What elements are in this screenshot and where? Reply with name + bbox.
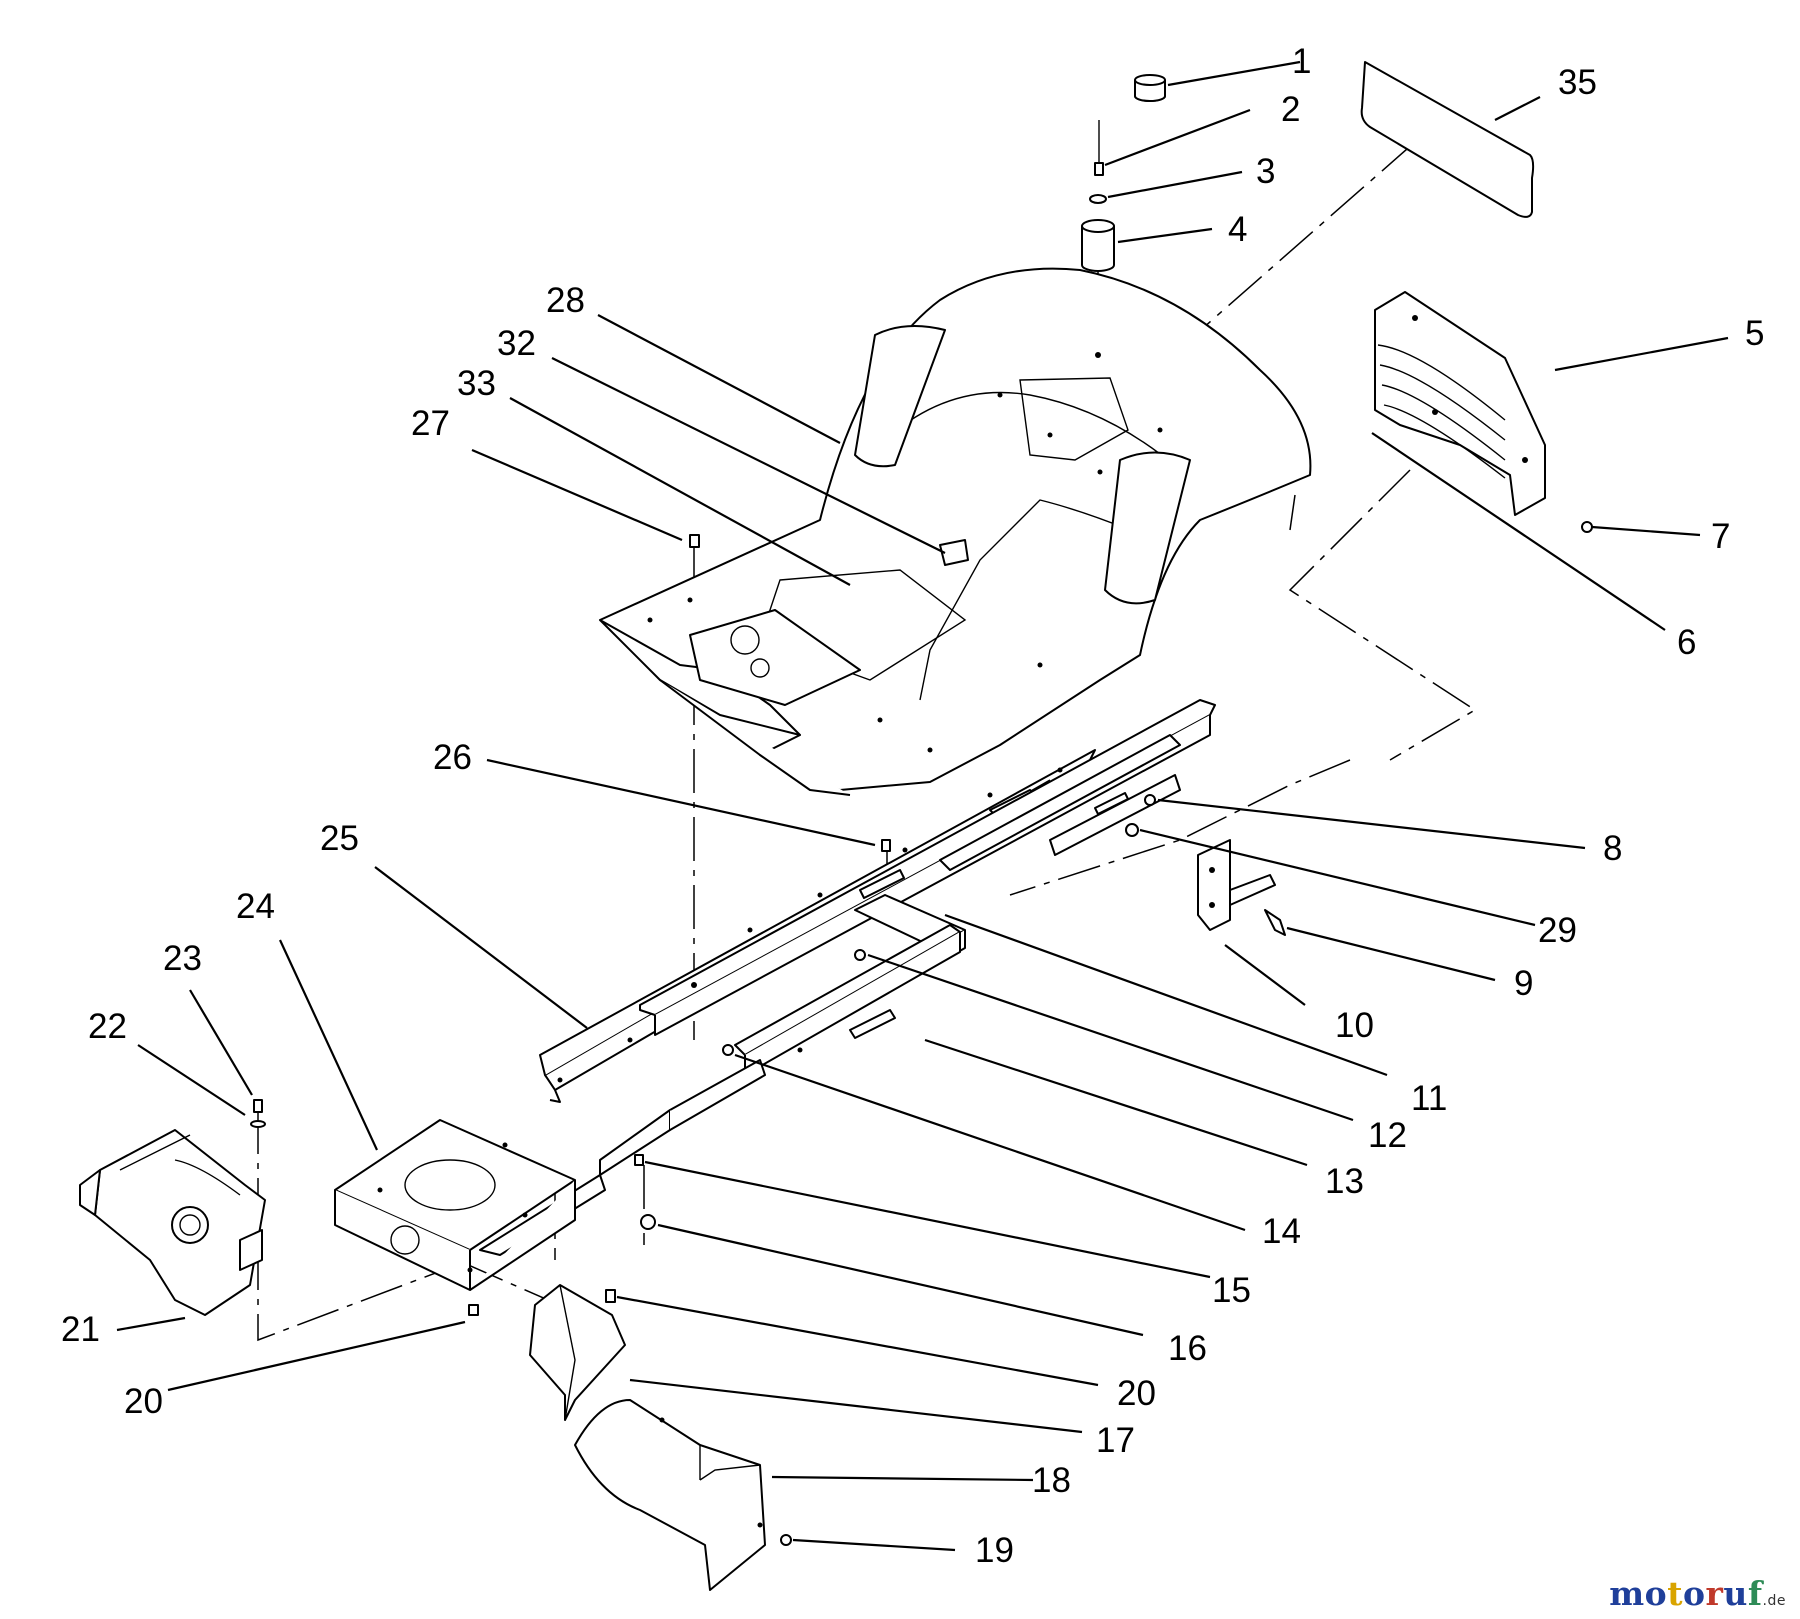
watermark-letter: f bbox=[1747, 1574, 1763, 1613]
callout-label: 15 bbox=[1212, 1271, 1251, 1310]
callout-label: 8 bbox=[1603, 829, 1622, 868]
callout-label: 2 bbox=[1281, 90, 1300, 129]
part-mount-plate bbox=[334, 1119, 576, 1291]
callout-label: 35 bbox=[1558, 63, 1597, 102]
callout-label: 33 bbox=[457, 364, 496, 403]
part-heat-shield bbox=[79, 1129, 266, 1316]
part-nut-12 bbox=[854, 949, 866, 961]
callout-label: 12 bbox=[1368, 1116, 1407, 1155]
part-screw-19 bbox=[780, 1534, 792, 1546]
part-pin-9 bbox=[1264, 909, 1286, 936]
watermark-suffix: .de bbox=[1762, 1593, 1786, 1609]
callout-label: 25 bbox=[320, 819, 359, 858]
watermark-letter: u bbox=[1723, 1574, 1748, 1613]
callout-label: 7 bbox=[1711, 517, 1730, 556]
part-fender-pan bbox=[599, 267, 1312, 796]
part-screw-7 bbox=[1581, 521, 1593, 533]
watermark-logo: motoruf.de bbox=[1609, 1574, 1786, 1613]
part-bracket-10 bbox=[1197, 839, 1276, 931]
callout-label: 4 bbox=[1228, 210, 1247, 249]
callout-label: 13 bbox=[1325, 1162, 1364, 1201]
part-nut-29 bbox=[1125, 823, 1139, 837]
callout-label: 3 bbox=[1256, 152, 1275, 191]
watermark-letter: o bbox=[1682, 1574, 1706, 1613]
part-bolt-26 bbox=[881, 839, 891, 852]
callout-label: 1 bbox=[1292, 42, 1311, 81]
callout-label: 21 bbox=[61, 1310, 100, 1349]
watermark-letter: r bbox=[1705, 1574, 1724, 1613]
callout-label: 6 bbox=[1677, 623, 1696, 662]
callout-label: 20 bbox=[124, 1382, 163, 1421]
part-knob-cap bbox=[1134, 74, 1166, 102]
callout-label: 32 bbox=[497, 324, 536, 363]
part-bolt-27 bbox=[689, 534, 700, 548]
part-washer-22 bbox=[250, 1120, 266, 1128]
callout-label: 14 bbox=[1262, 1212, 1301, 1251]
callout-label: 20 bbox=[1117, 1374, 1156, 1413]
callout-label: 11 bbox=[1411, 1079, 1447, 1118]
callout-label: 27 bbox=[411, 404, 450, 443]
callout-label: 23 bbox=[163, 939, 202, 978]
part-deflector bbox=[529, 1284, 626, 1421]
part-bolt-20b bbox=[605, 1289, 616, 1303]
callout-label: 24 bbox=[236, 887, 275, 926]
callout-label: 9 bbox=[1514, 964, 1533, 1003]
callout-label: 29 bbox=[1538, 911, 1577, 950]
callout-label: 17 bbox=[1096, 1421, 1135, 1460]
part-decal bbox=[1360, 61, 1535, 218]
part-spacer-tube bbox=[1081, 219, 1115, 272]
watermark-letter: t bbox=[1667, 1574, 1683, 1613]
part-nut-20 bbox=[468, 1304, 479, 1316]
callout-label: 10 bbox=[1335, 1006, 1374, 1045]
callout-label: 18 bbox=[1032, 1461, 1071, 1500]
part-washer bbox=[1089, 194, 1107, 204]
part-bolt-23 bbox=[253, 1099, 263, 1113]
watermark-letter: m bbox=[1609, 1574, 1645, 1613]
callout-label: 28 bbox=[546, 281, 585, 320]
callout-label: 16 bbox=[1168, 1329, 1207, 1368]
part-frame bbox=[479, 699, 1216, 1256]
callout-label: 22 bbox=[88, 1007, 127, 1046]
part-nut-16 bbox=[640, 1214, 656, 1230]
part-lower-guard bbox=[574, 1399, 766, 1591]
callout-label: 5 bbox=[1745, 314, 1764, 353]
part-rear-shroud bbox=[1374, 291, 1546, 516]
callout-label: 26 bbox=[433, 738, 472, 777]
part-clip-15 bbox=[634, 1154, 644, 1166]
callout-labels: 1 2 3 4 35 5 7 6 28 32 33 27 26 25 24 23… bbox=[61, 42, 1764, 1570]
part-screw bbox=[1094, 120, 1104, 176]
watermark-letter: o bbox=[1644, 1574, 1668, 1613]
part-nut-14 bbox=[722, 1044, 734, 1056]
leader-lines bbox=[116, 60, 1729, 1552]
callout-label: 19 bbox=[975, 1531, 1014, 1570]
part-nut-8 bbox=[1144, 794, 1156, 806]
